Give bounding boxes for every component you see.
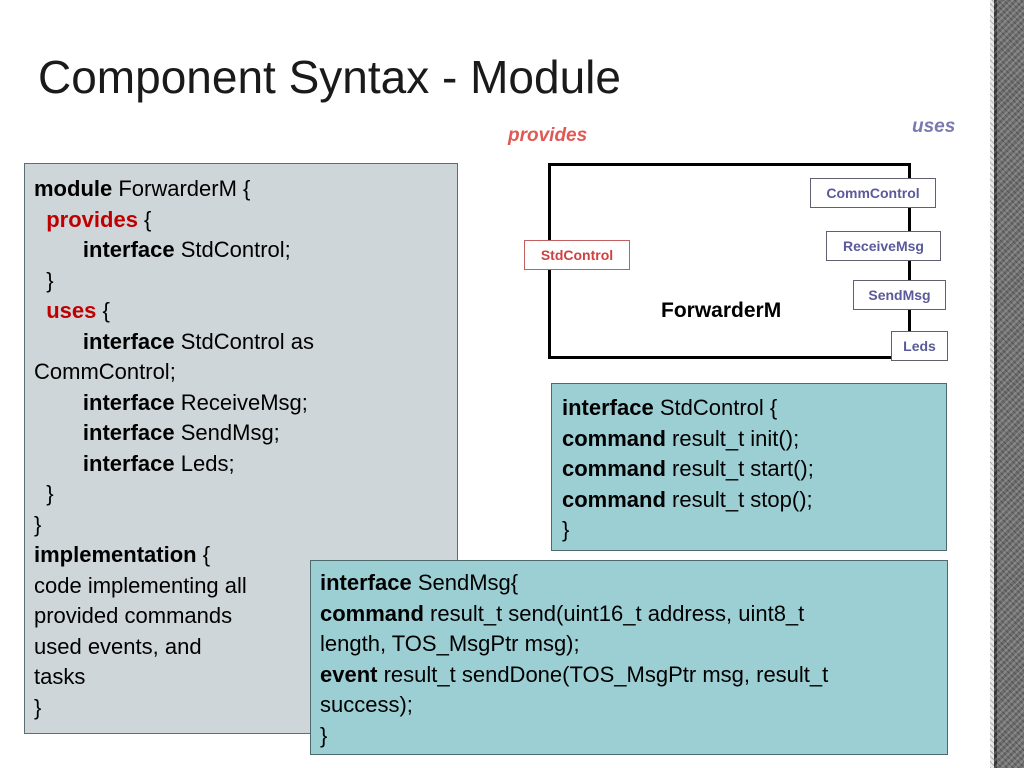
uses-label: uses — [912, 116, 956, 137]
code-line: interface SendMsg{ — [320, 570, 519, 595]
code-line: provided commands — [34, 603, 233, 628]
code-line: interface SendMsg; — [82, 420, 280, 445]
code-line: } — [34, 694, 42, 720]
code-line: interface ReceiveMsg; — [82, 389, 308, 415]
code-line: CommControl; — [34, 359, 176, 384]
code-line: uses { — [46, 298, 110, 323]
code-line: command result_t init(); — [562, 425, 800, 451]
code-line: code implementing all — [34, 572, 247, 598]
code-line: command result_t send(uint16_t address, … — [320, 600, 805, 626]
code-line: interface StdControl as — [82, 328, 315, 354]
module-name: ForwarderM — [661, 299, 782, 322]
code-line: command result_t stop(); — [562, 486, 813, 512]
code-line: tasks — [34, 664, 86, 689]
code-line: interface StdControl { — [562, 395, 778, 420]
code-line: event result_t sendDone(TOS_MsgPtr msg, … — [320, 661, 829, 687]
code-line: module ForwarderM { — [34, 176, 251, 201]
used-interface-leds: Leds — [891, 331, 948, 361]
code-line: interface StdControl; — [82, 237, 291, 262]
decorative-border-strip — [990, 0, 1024, 768]
code-line: implementation { — [34, 542, 211, 567]
code-line: } — [34, 511, 42, 537]
sendmsg-code-panel: interface SendMsg{ command result_t send… — [310, 560, 948, 755]
provided-interface-stdcontrol: StdControl — [524, 240, 630, 270]
code-line: } — [34, 481, 54, 506]
code-line: } — [562, 517, 570, 542]
stdcontrol-code-panel: interface StdControl { command result_t … — [551, 383, 947, 551]
slide-title: Component Syntax - Module — [38, 51, 621, 103]
code-line: length, TOS_MsgPtr msg); — [320, 631, 580, 656]
code-line: provides { — [46, 206, 152, 232]
code-line: interface Leds; — [82, 450, 235, 476]
code-line: command result_t start(); — [562, 456, 814, 481]
used-interface-commcontrol: CommControl — [810, 178, 936, 208]
used-interface-receivemsg: ReceiveMsg — [826, 231, 941, 261]
provides-label: provides — [508, 125, 588, 146]
code-line: used events, and — [34, 633, 202, 659]
module-code-panel: module ForwarderM { provides { interface… — [24, 163, 458, 734]
code-line: success); — [320, 692, 413, 717]
code-line: } — [34, 267, 54, 293]
code-line: } — [320, 722, 328, 748]
used-interface-sendmsg: SendMsg — [853, 280, 946, 310]
